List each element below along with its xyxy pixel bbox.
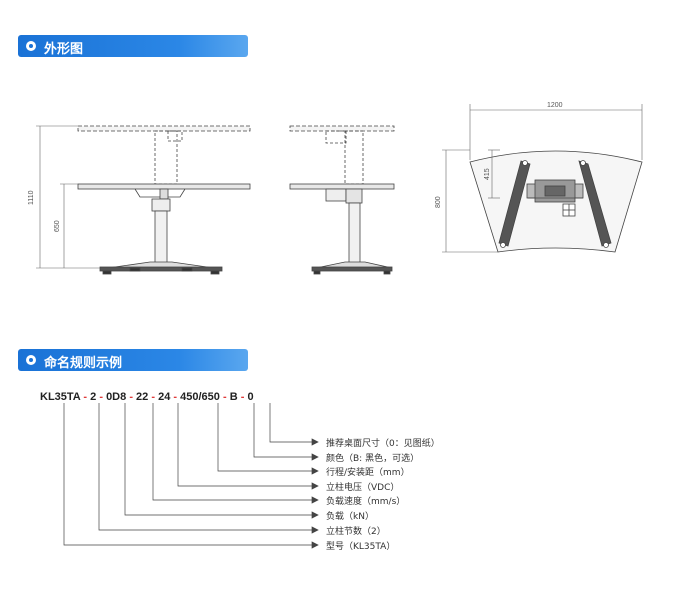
model-code: KL35TA - 2 - 0D8 - 22 - 24 - 450/650 - B… xyxy=(40,391,254,403)
bullet-icon xyxy=(26,41,36,51)
code-separator: - xyxy=(240,391,245,403)
top-view xyxy=(469,150,643,253)
dimension-lines xyxy=(36,125,100,269)
legend-voltage: 立柱电压（VDC） xyxy=(326,483,400,493)
code-separator: - xyxy=(222,391,227,403)
code-part-speed: 22 xyxy=(136,391,149,403)
section-header-naming: 命名规则示例 xyxy=(18,349,248,371)
legend-stages: 立柱节数（2） xyxy=(326,527,386,537)
dim-depth: 800 xyxy=(435,196,442,208)
top-view-dimensions xyxy=(442,104,643,253)
naming-leader-lines xyxy=(63,403,319,549)
code-part-stroke: 450/650 xyxy=(180,391,220,403)
legend-model: 型号（KL35TA） xyxy=(326,542,396,552)
dim-width: 1200 xyxy=(547,102,563,109)
dim-inner: 415 xyxy=(484,168,491,180)
code-separator: - xyxy=(99,391,103,403)
dim-lower-height: 650 xyxy=(54,220,61,232)
code-separator: - xyxy=(129,391,133,403)
legend-desktop-size: 推荐桌面尺寸（0：见图纸） xyxy=(326,439,440,449)
legend-stroke: 行程/安装距（mm） xyxy=(326,468,410,478)
code-separator: - xyxy=(151,391,156,403)
legend-speed: 负载速度（mm/s） xyxy=(326,497,406,507)
section-header-outline: 外形图 xyxy=(18,35,248,57)
section-title-outline: 外形图 xyxy=(44,42,84,57)
code-part-desktop: 0 xyxy=(247,391,254,403)
legend-load: 负载（kN） xyxy=(326,512,374,522)
code-part-stages: 2 xyxy=(90,391,97,403)
code-separator: - xyxy=(83,391,88,403)
dim-total-height: 1110 xyxy=(28,190,35,205)
code-part-color: B xyxy=(229,391,238,403)
code-part-load: 0D8 xyxy=(106,391,127,403)
section-title-naming: 命名规则示例 xyxy=(44,356,123,371)
side-view-front xyxy=(77,125,251,275)
code-separator: - xyxy=(173,391,178,403)
side-view-side xyxy=(289,125,395,275)
code-part-model: KL35TA xyxy=(40,391,81,403)
legend-color: 颜色（B: 黑色，可选） xyxy=(326,454,420,464)
bullet-icon xyxy=(26,355,36,365)
code-part-voltage: 24 xyxy=(158,391,171,403)
